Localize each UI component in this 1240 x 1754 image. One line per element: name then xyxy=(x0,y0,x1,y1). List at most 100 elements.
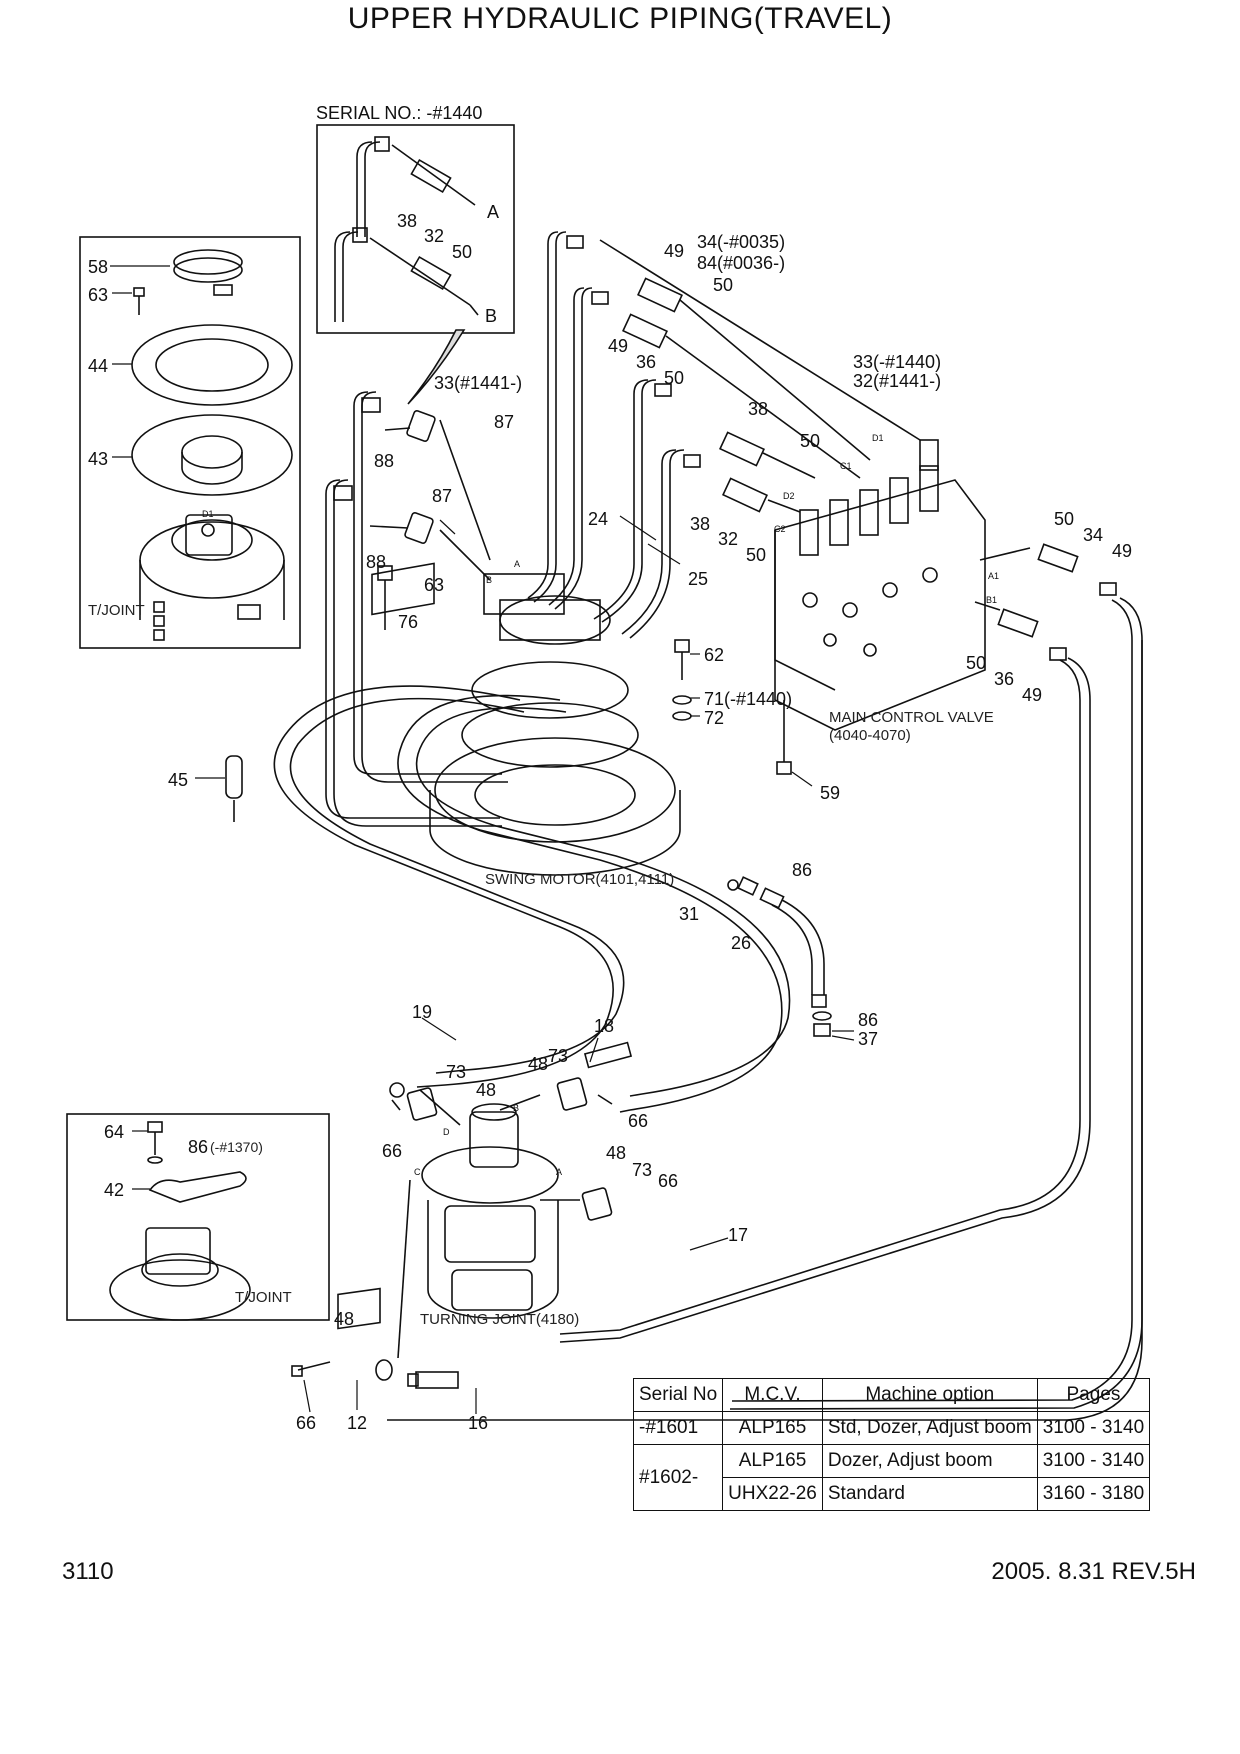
tj-port-a: A xyxy=(556,1167,563,1177)
callout-24: 24 xyxy=(588,509,609,529)
callout-86c: 86 xyxy=(188,1137,209,1157)
right-fittings xyxy=(974,543,1117,661)
port-d1: D1 xyxy=(872,433,884,443)
callout-49c: 49 xyxy=(1112,541,1133,561)
mcv-range: (4040-4070) xyxy=(829,727,911,744)
page-number: 3110 xyxy=(62,1558,114,1585)
callout-48d: 48 xyxy=(334,1309,355,1329)
callout-66b: 66 xyxy=(382,1141,403,1161)
callout-17: 17 xyxy=(728,1225,749,1245)
callout-66c: 66 xyxy=(658,1171,679,1191)
mcv-label: MAIN CONTROL VALVE xyxy=(829,709,994,726)
callout-44: 44 xyxy=(88,356,109,376)
long-hose-17-16 xyxy=(387,597,1143,1421)
callout-63a: 63 xyxy=(88,285,109,305)
callout-32b: 32 xyxy=(718,529,739,549)
main-control-valve xyxy=(774,439,986,731)
callout-76: 76 xyxy=(398,612,419,632)
port-c2: C2 xyxy=(774,524,786,534)
callout-71: 71(-#1440) xyxy=(704,689,793,709)
callout-84: 84(#0036-) xyxy=(697,253,786,273)
callout-73c: 73 xyxy=(632,1160,653,1180)
serial-inset-label: SERIAL NO.: -#1440 xyxy=(316,103,483,123)
table-header-cell: M.C.V. xyxy=(722,1378,823,1412)
table-cell: #1602- xyxy=(632,1444,724,1511)
callout-19: 19 xyxy=(412,1002,433,1022)
callout-18: 18 xyxy=(594,1016,615,1036)
table-cell: 3160 - 3180 xyxy=(1036,1477,1151,1511)
callout-12: 12 xyxy=(347,1413,368,1433)
callout-34b: 34 xyxy=(1083,525,1104,545)
tjoint-label-1: T/JOINT xyxy=(88,602,145,619)
table-cell: Dozer, Adjust boom xyxy=(821,1444,1038,1478)
page-title: UPPER HYDRAULIC PIPING(TRAVEL) xyxy=(347,2,893,35)
serial-inset-hoses xyxy=(334,136,479,322)
tjoint-top-assembly xyxy=(139,514,285,620)
callout-48a: 48 xyxy=(528,1054,549,1074)
callout-58: 58 xyxy=(88,257,109,277)
turning-joint xyxy=(421,1103,559,1319)
callout-87b: 87 xyxy=(432,486,453,506)
table-row: #1602- ALP165 Dozer, Adjust boom 3100 - … xyxy=(632,1444,1151,1511)
callout-72: 72 xyxy=(704,708,725,728)
bottom-inset-parts xyxy=(109,1121,251,1321)
serial-port-b: B xyxy=(485,306,498,326)
callout-88b: 88 xyxy=(366,552,387,572)
bolt-62 xyxy=(672,639,692,721)
leader-lines xyxy=(599,239,921,513)
table-cell: 3100 - 3140 xyxy=(1036,1444,1151,1478)
table-header-cell: Pages xyxy=(1036,1378,1151,1412)
table-row: UHX22-26 Standard 3160 - 3180 xyxy=(634,1477,1151,1511)
callout-32a: 32 xyxy=(424,226,445,246)
turning-joint-label: TURNING JOINT(4180) xyxy=(420,1311,580,1328)
clamp-58 xyxy=(173,249,243,296)
callout-64: 64 xyxy=(104,1122,125,1142)
table-cell: -#1601 xyxy=(632,1411,724,1445)
callout-45: 45 xyxy=(168,770,189,790)
fitting-stack xyxy=(153,601,165,641)
port-c1: C1 xyxy=(840,461,852,471)
serial-port-a: A xyxy=(487,202,500,222)
table-cell: 3100 - 3140 xyxy=(1036,1411,1151,1445)
port-b1: B1 xyxy=(986,595,998,605)
callout-86a: 86 xyxy=(792,860,813,880)
bracket-12 xyxy=(291,1179,411,1381)
table-cell: ALP165 xyxy=(722,1444,823,1478)
callout-73a: 73 xyxy=(446,1062,467,1082)
tjoint-label-2: T/JOINT xyxy=(235,1289,292,1306)
callout-66a: 66 xyxy=(628,1111,649,1131)
plate-43 xyxy=(131,414,293,496)
callout-50e: 50 xyxy=(800,431,821,451)
callout-50a: 50 xyxy=(452,242,473,262)
callout-50d: 50 xyxy=(746,545,767,565)
tj-port-b: B xyxy=(513,1103,520,1113)
port-d2: D2 xyxy=(783,491,795,501)
callout-50g: 50 xyxy=(966,653,987,673)
callout-25: 25 xyxy=(688,569,709,589)
port-b: B xyxy=(486,575,493,585)
callout-38c: 38 xyxy=(690,514,711,534)
callout-59: 59 xyxy=(820,783,841,803)
callout-33a: 33(#1441-) xyxy=(434,373,523,393)
bottom-inset-frame xyxy=(66,1113,330,1321)
serial-table: Serial No M.C.V. Machine option Pages -#… xyxy=(632,1378,1151,1511)
bolt-63 xyxy=(133,287,145,315)
callout-87a: 87 xyxy=(494,412,515,432)
callout-49b: 49 xyxy=(608,336,629,356)
callout-50c: 50 xyxy=(664,368,685,388)
callout-48c: 48 xyxy=(606,1143,627,1163)
callout-49d: 49 xyxy=(1022,685,1043,705)
callout-38b: 38 xyxy=(748,399,769,419)
callout-42: 42 xyxy=(104,1180,125,1200)
callout-88a: 88 xyxy=(374,451,395,471)
table-row: -#1601 ALP165 Std, Dozer, Adjust boom 31… xyxy=(632,1411,1151,1445)
serial-inset-frame xyxy=(316,124,515,334)
table-cell: ALP165 xyxy=(722,1411,823,1445)
bracket-76 xyxy=(371,562,435,630)
left-inset-frame xyxy=(79,236,301,649)
callout-86c-note: (-#1370) xyxy=(210,1139,263,1155)
swing-motor-label: SWING MOTOR(4101,4111) xyxy=(485,871,675,888)
port-a1: A1 xyxy=(988,571,1000,581)
callout-43: 43 xyxy=(88,449,109,469)
